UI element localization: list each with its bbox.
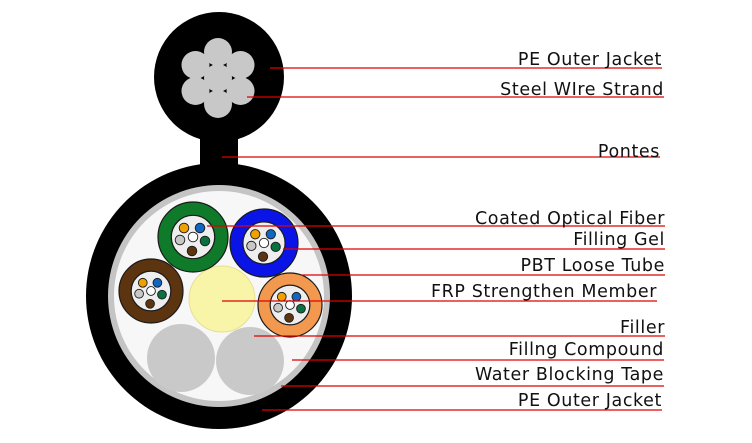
steel-wire-center [204,64,232,92]
coated-optical-fiber-green [296,303,306,314]
coated-optical-fiber-grey [134,288,144,299]
label-water-blocking-tape: Water Blocking Tape [475,365,664,385]
loose-tube-orange-tube [257,272,323,338]
label-filling-gel: Filling Gel [573,230,665,250]
coated-optical-fiber-orange [276,291,287,302]
coated-optical-fiber-brown [257,251,269,262]
coated-optical-fiber-green [157,289,167,300]
coated-optical-fiber-grey [174,234,186,246]
leader-lines [207,67,665,411]
steel-wire [181,77,210,105]
steel-wire-strand [181,38,255,118]
coated-optical-fiber-blue [152,277,163,288]
coated-optical-fiber-blue [265,229,276,240]
messenger-section [154,12,284,142]
coated-optical-fiber-blue [194,222,206,234]
label-steel-wire-strand: Steel WIre Strand [500,80,664,100]
loose-tube-brown-tube [118,258,184,324]
labels: PE Outer Jacket Steel WIre Strand Pontes… [431,50,665,411]
coated-optical-fiber-green [199,235,211,247]
steel-wire [204,90,232,118]
steel-wire [181,51,210,79]
label-pontes: Pontes [598,142,660,162]
label-filler: Filler [620,318,665,338]
coated-optical-fiber-blue [291,291,302,302]
coated-optical-fiber-white [258,237,270,249]
loose-tube-green-tube [157,201,229,273]
coated-optical-fiber-orange [178,222,190,234]
coated-optical-fiber-orange [250,229,261,240]
coated-optical-fiber-white [146,286,156,296]
steel-wire [204,38,232,66]
label-pe-outer-jacket-bottom: PE Outer Jacket [518,391,662,411]
main-cable-section [86,163,352,429]
label-frp-strengthen-member: FRP Strengthen Member [431,282,657,302]
coated-optical-fiber-grey [273,302,283,313]
coated-optical-fiber-green [270,241,281,252]
coated-optical-fiber-brown [145,298,155,309]
label-pbt-loose-tube: PBT Loose Tube [520,256,665,276]
label-filling-compound: Fillng Compound [509,340,664,360]
steel-wire [226,77,255,105]
label-coated-optical-fiber: Coated Optical Fiber [475,209,665,229]
coated-optical-fiber-grey [246,240,257,252]
coated-optical-fiber-brown [284,312,294,323]
label-pe-outer-jacket-top: PE Outer Jacket [518,50,662,70]
coated-optical-fiber-brown [186,245,198,257]
coated-optical-fiber-white [187,231,199,243]
loose-tube-blue-tube [229,208,299,278]
steel-wire [226,51,255,79]
frp-strengthen-member [188,265,256,333]
coated-optical-fiber-white [285,300,295,310]
filler-left [147,324,215,392]
coated-optical-fiber-orange [137,277,148,288]
filler-right [216,327,284,395]
